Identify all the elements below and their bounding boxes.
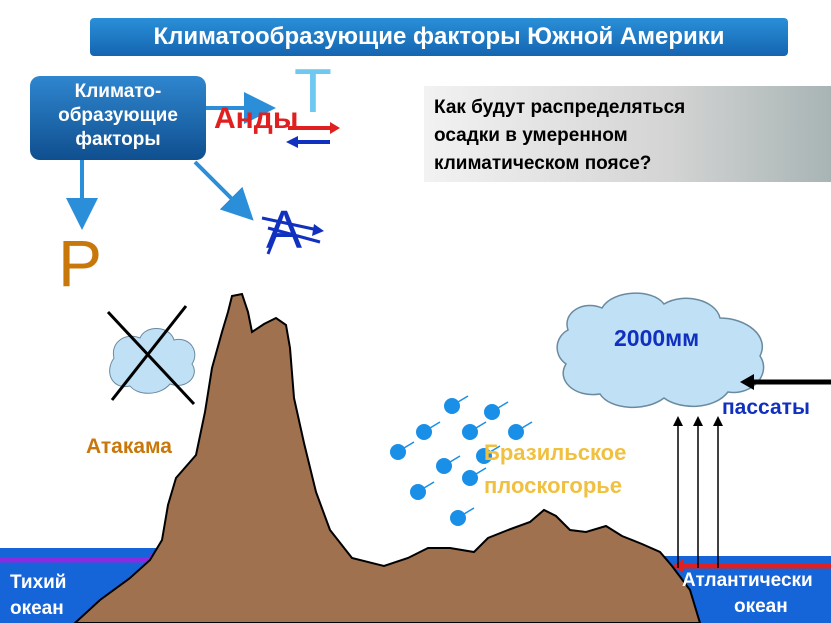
a-arrow-1-head <box>312 224 324 236</box>
raindrop <box>508 421 533 440</box>
question-line-1: Как будут распределяться <box>434 97 686 118</box>
atlantic-label-line-1: Атлантически <box>682 570 813 591</box>
raindrop <box>462 467 487 486</box>
plateau-label-line-1: Бразильское <box>484 440 626 465</box>
raindrop <box>416 421 441 440</box>
andes-label: Анды <box>214 102 298 135</box>
factors-line-3: факторы <box>75 129 161 150</box>
a-arrow-1 <box>261 216 319 232</box>
factors-line-2: образующие <box>58 105 178 126</box>
atlantic-label-line-2: океан <box>734 596 788 617</box>
page-title: Климатообразующие факторы Южной Америки <box>153 23 725 50</box>
trade-wind-arrow-head <box>740 374 754 390</box>
question-line-3: климатическом поясе? <box>434 153 652 174</box>
arrow-to-a <box>193 160 254 221</box>
pacific-label-line-1: Тихий <box>10 572 67 593</box>
a-arrow-3 <box>266 233 278 255</box>
factors-line-1: Климато- <box>74 81 162 102</box>
plateau-label-line-2: плоскогорье <box>484 473 622 498</box>
red-arrow-right-head <box>330 122 340 134</box>
letter-r: Р <box>58 226 102 300</box>
atacama-label: Атакама <box>86 435 172 458</box>
blue-arrow-left-head <box>286 136 298 148</box>
raindrops <box>390 395 533 526</box>
raindrop <box>462 421 487 440</box>
title-bar: Климатообразующие факторы Южной Америки <box>90 18 788 56</box>
raindrop <box>390 441 415 460</box>
raindrop <box>436 455 461 474</box>
climate-factors-box: Климато- образующие факторы <box>30 76 206 160</box>
raindrop <box>410 481 435 500</box>
a-arrow-2 <box>267 226 321 244</box>
mountain-profile <box>73 292 702 623</box>
cross-line-2 <box>110 305 188 401</box>
raindrop <box>484 401 509 420</box>
trade-winds-label: пассаты <box>722 396 810 419</box>
question-box: Как будут распределяться осадки в умерен… <box>424 86 831 182</box>
precipitation-label: 2000мм <box>614 325 699 351</box>
cross-line-1 <box>106 310 196 406</box>
raindrop <box>444 395 469 414</box>
letter-t: Т <box>294 57 332 126</box>
question-line-2: осадки в умеренном <box>434 125 628 146</box>
raindrop <box>450 507 475 526</box>
pacific-label-line-2: океан <box>10 598 64 619</box>
raindrop <box>476 445 501 464</box>
